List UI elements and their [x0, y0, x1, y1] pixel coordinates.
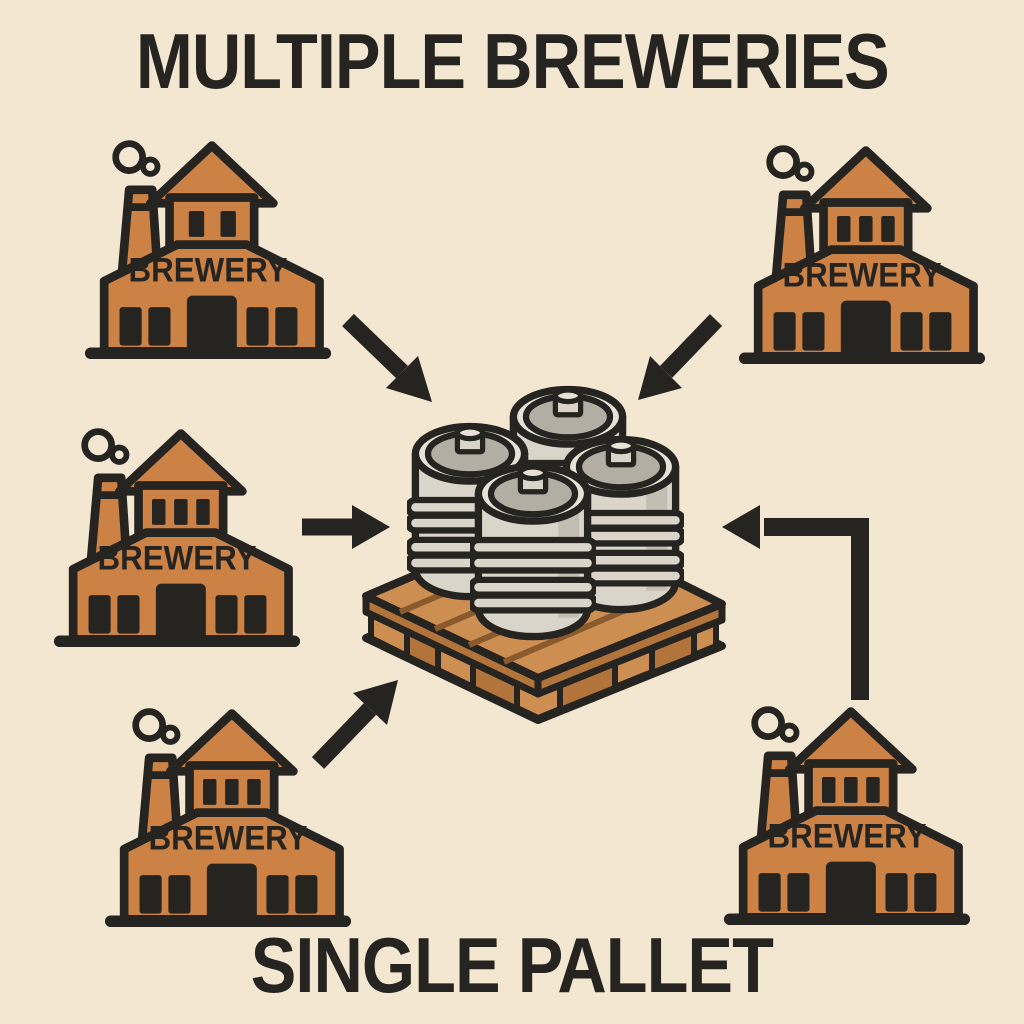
brewery-label: BREWERY — [97, 538, 257, 578]
brewery-label: BREWERY — [767, 816, 927, 856]
arrow-elbow-left-icon — [722, 505, 869, 700]
brewery-label: BREWERY — [148, 818, 308, 858]
title-bottom: SINGLE PALLET — [0, 922, 1024, 1010]
factory-building-icon — [103, 700, 353, 931]
brewery-top-left: BREWERY — [83, 132, 333, 363]
brewery-label: BREWERY — [782, 255, 942, 295]
factory-building-icon — [52, 420, 302, 651]
brewery-top-right: BREWERY — [737, 137, 987, 368]
brewery-middle-left: BREWERY — [52, 420, 302, 651]
keg-pallet-icon — [362, 368, 726, 724]
brewery-bottom-left: BREWERY — [103, 700, 353, 931]
title-top-text: MULTIPLE BREWERIES — [135, 18, 889, 106]
brewery-bottom-right: BREWERY — [722, 698, 972, 929]
factory-building-icon — [722, 698, 972, 929]
keg-icon-front — [471, 467, 595, 637]
title-bottom-text: SINGLE PALLET — [250, 922, 774, 1010]
factory-building-icon — [737, 137, 987, 368]
factory-building-icon — [83, 132, 333, 363]
title-top: MULTIPLE BREWERIES — [0, 18, 1024, 106]
brewery-label: BREWERY — [128, 250, 288, 290]
